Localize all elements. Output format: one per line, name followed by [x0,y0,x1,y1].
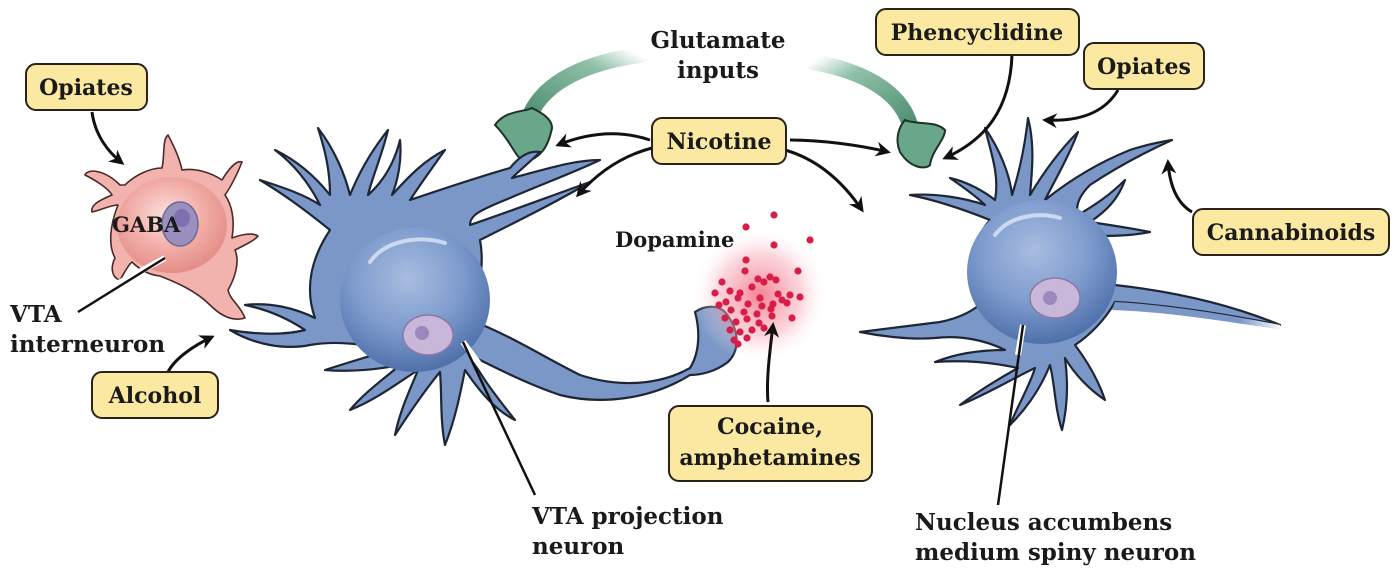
vta-projection-label-line2: neuron [532,533,625,560]
dopamine-vesicle [788,314,796,322]
dopamine-vesicle [770,211,778,219]
arrow-nicotine-vta [576,146,653,198]
dopamine-vesicle [727,306,735,314]
dopamine-vesicle [736,328,744,336]
dopamine-vesicle [715,301,723,309]
arrow-nicotine-accumbens [784,148,864,213]
dopamine-vesicle [760,324,768,332]
dopamine-vesicle [768,312,776,320]
dopamine-vesicle [721,314,729,322]
dopamine-vesicle [748,283,756,291]
dopamine-vesicle [783,299,791,307]
vta-interneuron-label: VTA interneuron [9,301,165,358]
dopamine-vesicle [772,276,780,284]
dopamine-vesicle [806,236,814,244]
dopamine-label: Dopamine [615,227,734,252]
drug-arrows [90,54,1193,403]
glutamate-terminal-left [493,47,648,164]
vta-projection-label: VTA projection neuron [531,503,724,560]
opiates-right-text: Opiates [1097,54,1191,80]
drug-box-opiates-left: Opiates [25,63,148,111]
vta-interneuron-label-line2: interneuron [10,331,165,358]
alcohol-text: Alcohol [108,383,202,409]
dopamine-vesicle [726,326,734,334]
dopamine-vesicle [758,302,766,310]
arrow-nicotine-glut-right [789,138,891,157]
glutamate-label: Glutamate inputs [650,27,785,84]
drug-box-alcohol: Alcohol [91,371,219,419]
dopamine-vesicle [726,287,734,295]
vta-projection-neuron [228,126,738,447]
dopamine-vesicle [748,326,756,334]
accumbens-label-line1: Nucleus accumbens [915,509,1172,536]
dopamine-vesicle [741,267,749,275]
arrow-phencyclidine [942,54,1014,160]
dopamine-vesicle [767,305,775,313]
dopamine-vesicle [740,308,748,316]
dopamine-vesicle [774,290,782,298]
cocaine-text-line1: Cocaine, [717,414,823,440]
dopamine-vesicle [742,223,750,231]
dopamine-vesicle [756,294,764,302]
arrow-nicotine-glut-left [555,132,651,148]
vta-interneuron-cell [84,134,259,320]
gaba-label: GABA [112,212,181,237]
glutamate-label-line1: Glutamate [650,27,785,54]
dopamine-vesicle [722,298,730,306]
dopamine-vesicle [732,318,740,326]
dopamine-cloud [692,211,828,363]
dopamine-vesicle [796,293,804,301]
dopamine-vesicle [760,278,768,286]
vta-projection-label-line1: VTA projection [531,503,724,530]
cannabinoids-text: Cannabinoids [1207,220,1376,246]
dopamine-vesicle [734,294,742,302]
opiates-left-text: Opiates [39,75,133,101]
dopamine-vesicle [754,275,762,283]
dopamine-vesicle [766,273,774,281]
dopamine-vesicle [743,334,751,342]
drug-box-cocaine: Cocaine, amphetamines [668,405,873,482]
nicotine-text: Nicotine [666,129,771,155]
dopamine-vesicle [755,319,763,327]
drug-box-nicotine: Nicotine [651,117,787,165]
arrow-opiates-left [90,111,125,165]
arrow-opiates-right [1042,89,1120,129]
arrow-alcohol [166,335,215,373]
dopamine-vesicle [718,278,726,286]
arrow-cannabinoids [1161,159,1193,214]
dopamine-vesicle [794,267,802,275]
leader-lines [77,255,1026,506]
dopamine-vesicle [744,300,752,308]
arrow-cocaine [764,322,780,403]
dopamine-vesicle [786,291,794,299]
drug-box-opiates-right: Opiates [1083,42,1205,90]
phencyclidine-text: Phencyclidine [891,20,1064,46]
glutamate-terminal-right [804,54,947,169]
nucleus-accumbens-neuron [858,116,1282,432]
cocaine-text-line2: amphetamines [679,445,860,471]
glutamate-label-line2: inputs [677,57,759,84]
accumbens-label-line2: medium spiny neuron [915,539,1196,566]
vta-interneuron-label-line1: VTA [9,301,63,328]
drug-box-phencyclidine: Phencyclidine [875,8,1080,56]
accumbens-label: Nucleus accumbens medium spiny neuron [915,509,1196,566]
dopamine-vesicle [711,289,719,297]
dopamine-vesicle [743,315,751,323]
dopamine-vesicle [730,336,738,344]
dopamine-vesicle [753,310,761,318]
dopamine-vesicle [770,241,778,249]
dopamine-vesicle [742,256,750,264]
drug-box-cannabinoids: Cannabinoids [1192,208,1390,256]
